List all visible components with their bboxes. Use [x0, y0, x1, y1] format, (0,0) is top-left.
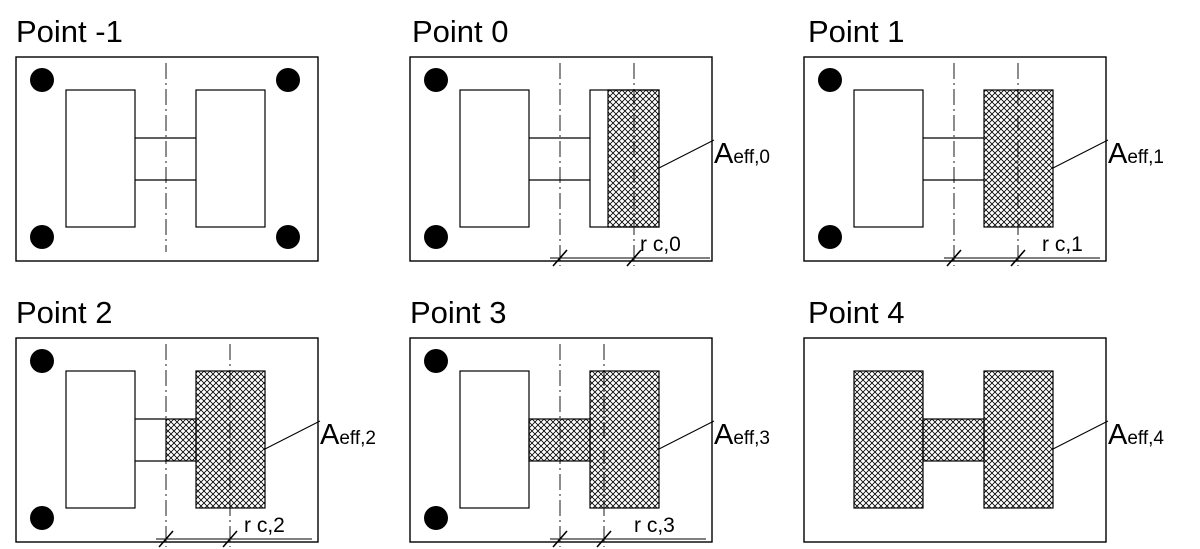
leader-line	[264, 420, 321, 450]
anchor-bolt	[818, 68, 842, 92]
panel-point-0: Point 0 Aeff,0 r c,0	[409, 14, 770, 267]
anchor-bolt	[424, 68, 448, 92]
effective-area-label: Aeff,3	[714, 419, 770, 451]
dimension-tick	[1010, 249, 1026, 267]
panel-title: Point 1	[808, 14, 905, 49]
leader-line	[1052, 139, 1109, 169]
panel-point-3: Point 3 Aeff,3 r c,3	[409, 295, 770, 548]
leader-line	[658, 420, 715, 450]
dimension-tick	[552, 530, 568, 548]
anchor-bolt	[818, 225, 842, 249]
left-flange	[459, 89, 530, 228]
panel-point-4: Point 4 Aeff,4	[803, 295, 1164, 543]
effective-area-label: Aeff,4	[1108, 419, 1164, 451]
anchor-bolt	[30, 68, 54, 92]
effective-area-hatch	[983, 370, 1054, 509]
anchor-bolt	[30, 349, 54, 373]
dimension-label: r c,2	[244, 514, 285, 537]
leader-line	[658, 139, 715, 169]
left-flange	[853, 89, 924, 228]
panel-point-2: Point 2 Aeff,2 r c,2	[15, 295, 376, 548]
left-flange	[65, 370, 136, 509]
dimension-tick	[158, 530, 174, 548]
effective-area-label: Aeff,1	[1108, 138, 1164, 170]
base-plate	[803, 56, 1107, 262]
base-plate	[409, 337, 713, 543]
panel-title: Point -1	[16, 14, 123, 49]
anchor-bolt	[30, 225, 54, 249]
dimension-label: r c,1	[1042, 233, 1083, 256]
leader-line	[1052, 420, 1109, 450]
anchor-bolt	[424, 225, 448, 249]
right-flange	[195, 89, 266, 228]
panel-title: Point 3	[410, 295, 507, 330]
base-plate	[15, 56, 319, 262]
dimension-tick	[222, 530, 238, 548]
effective-area-web-hatch	[528, 418, 591, 462]
dimension-tick	[596, 530, 612, 548]
effective-area-web-hatch	[922, 418, 985, 462]
anchor-bolt	[424, 349, 448, 373]
panel-title: Point 2	[16, 295, 113, 330]
dimension-label: r c,3	[634, 514, 675, 537]
effective-area-web-hatch	[165, 418, 197, 462]
effective-area-hatch	[983, 89, 1054, 228]
base-plate	[15, 337, 319, 543]
dimension-tick	[552, 249, 568, 267]
left-flange	[459, 370, 530, 509]
dimension-tick	[626, 249, 642, 267]
effective-area-hatch	[607, 89, 660, 228]
anchor-bolt	[276, 68, 300, 92]
dimension-label: r c,0	[640, 233, 681, 256]
effective-area-hatch	[589, 370, 660, 509]
base-plate	[409, 56, 713, 262]
panel-point-1: Point 1 Aeff,1 r c,1	[803, 14, 1164, 267]
panel-title: Point 4	[808, 295, 905, 330]
base-plate	[803, 337, 1107, 543]
panel-title: Point 0	[412, 14, 509, 49]
panel-point-minus-1: Point -1	[15, 14, 319, 262]
effective-area-hatch	[195, 370, 266, 509]
dimension-tick	[946, 249, 962, 267]
effective-area-left-hatch	[853, 370, 924, 509]
effective-area-label: Aeff,0	[714, 138, 770, 170]
anchor-bolt	[30, 506, 54, 530]
anchor-bolt	[276, 225, 300, 249]
effective-area-label: Aeff,2	[320, 419, 376, 451]
left-flange	[65, 89, 136, 228]
anchor-bolt	[424, 506, 448, 530]
